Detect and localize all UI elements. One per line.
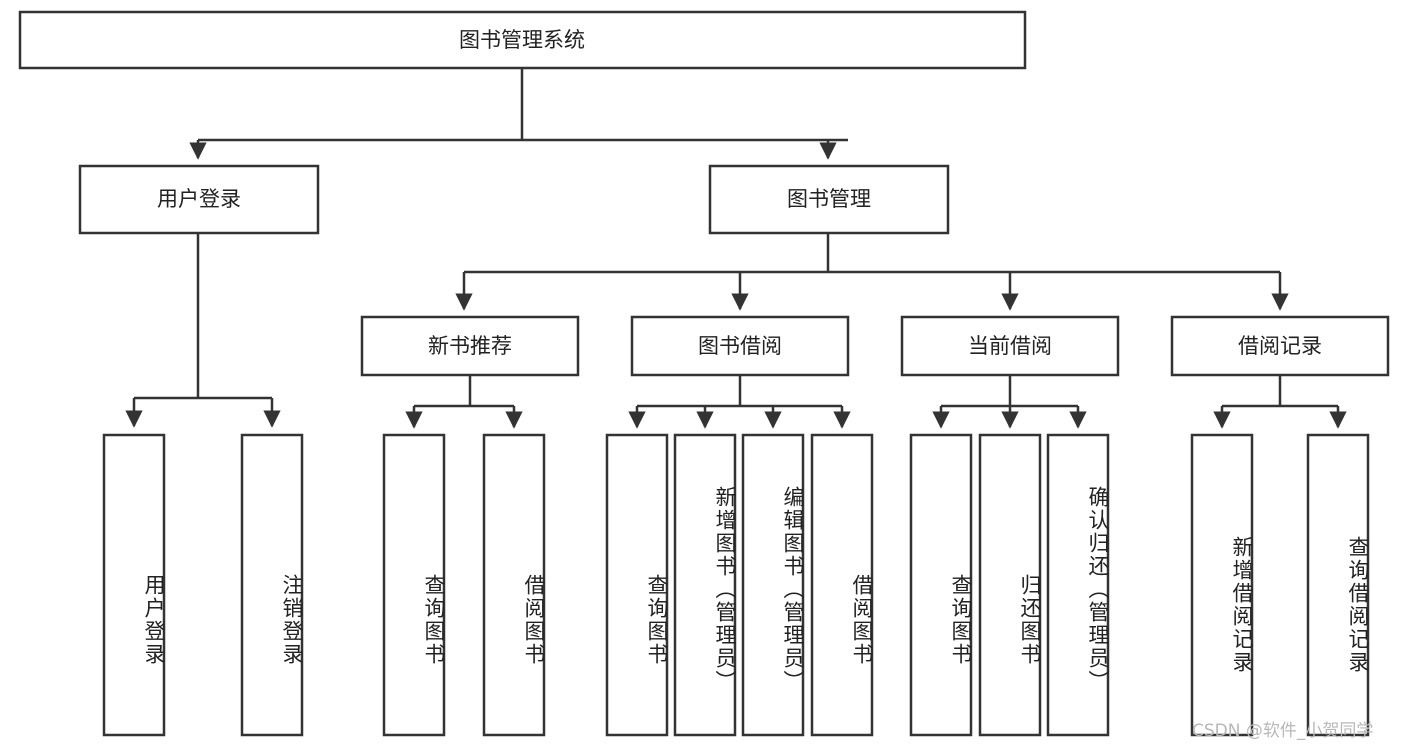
connector-bookmgmt-to-level2 bbox=[455, 233, 1289, 311]
node-leaf-box-12[interactable] bbox=[1306, 433, 1370, 737]
node-leaf-box-1[interactable] bbox=[240, 433, 304, 737]
node-level2-label-1: 图书借阅 bbox=[698, 334, 782, 358]
node-leaf-box-7[interactable] bbox=[810, 433, 874, 737]
node-level1-label-0: 用户登录 bbox=[157, 187, 241, 211]
node-level2-box-3[interactable] bbox=[1170, 315, 1390, 377]
connector-newbook-to-leaves bbox=[405, 375, 523, 429]
node-leaf-box-8[interactable] bbox=[909, 433, 973, 737]
node-leaf-box-5[interactable] bbox=[673, 433, 737, 737]
connector-userlogin-to-leaves bbox=[125, 233, 281, 428]
node-level1-box-0[interactable] bbox=[78, 164, 320, 235]
node-level2-box-2[interactable] bbox=[900, 315, 1120, 377]
node-title-box[interactable] bbox=[18, 10, 1027, 70]
connector-record-to-leaves bbox=[1213, 375, 1347, 429]
node-leaf-box-6[interactable] bbox=[741, 433, 805, 737]
node-level2-label-3: 借阅记录 bbox=[1238, 334, 1322, 358]
csdn-watermark: CSDN @软件_小贺同学 bbox=[1192, 721, 1374, 741]
node-level1-label-1: 图书管理 bbox=[787, 187, 871, 211]
node-leaf-box-2[interactable] bbox=[382, 433, 446, 737]
node-title-label: 图书管理系统 bbox=[459, 28, 585, 52]
node-leaf-box-11[interactable] bbox=[1190, 433, 1254, 737]
node-level2-box-1[interactable] bbox=[630, 315, 850, 377]
node-leaf-box-4[interactable] bbox=[605, 433, 669, 737]
node-leaf-box-10[interactable] bbox=[1046, 433, 1110, 737]
node-leaf-box-0[interactable] bbox=[102, 433, 166, 737]
node-level1-box-1[interactable] bbox=[708, 164, 950, 235]
node-level2-box-0[interactable] bbox=[360, 315, 580, 377]
connector-root-to-level1 bbox=[189, 68, 848, 160]
connector-borrow-to-leaves bbox=[628, 375, 851, 429]
node-level2-label-2: 当前借阅 bbox=[968, 334, 1052, 358]
node-leaf-box-3[interactable] bbox=[482, 433, 546, 737]
node-level2-label-0: 新书推荐 bbox=[428, 334, 512, 358]
node-leaf-box-9[interactable] bbox=[978, 433, 1042, 737]
connector-current-to-leaves bbox=[932, 375, 1087, 429]
